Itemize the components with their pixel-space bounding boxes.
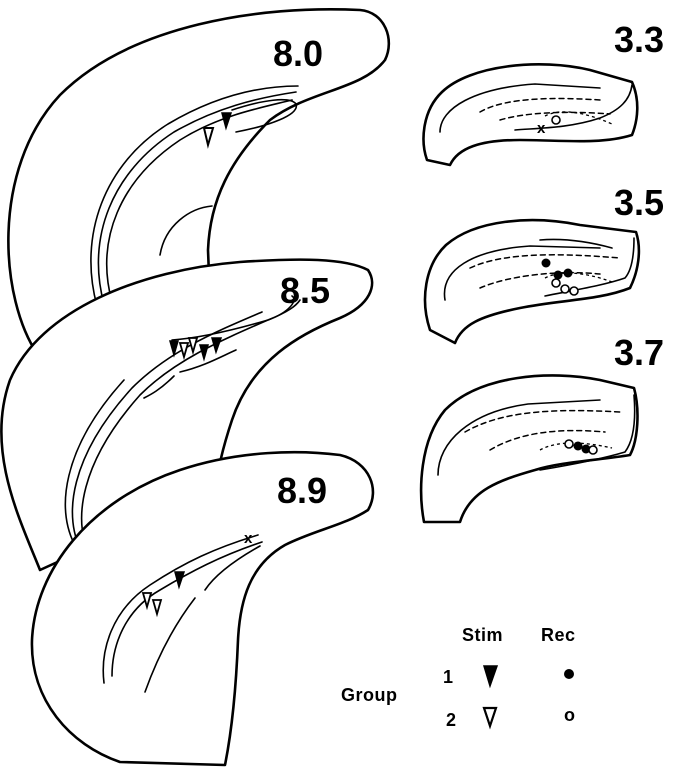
rec-marker-group2	[589, 446, 597, 454]
legend-group-label: Group	[341, 685, 398, 705]
rec-marker-group2	[565, 440, 573, 448]
stim-marker-group2	[204, 128, 213, 145]
section-3-5: 3.5	[425, 182, 664, 343]
rec-marker-group2	[570, 287, 578, 295]
legend: Stim Rec Group 1 2 o	[341, 625, 576, 730]
rec-marker-group2	[552, 116, 560, 124]
legend-group-1-label: 1	[443, 667, 454, 687]
cut-marker-x: x	[244, 530, 253, 547]
rec-marker-group1	[564, 269, 573, 278]
section-3-7: 3.7	[421, 332, 664, 522]
section-label-8-9: 8.9	[277, 470, 327, 511]
section-3-7-outline	[421, 375, 637, 522]
section-3-3: 3.3 x	[424, 19, 664, 165]
section-label-8-0: 8.0	[273, 33, 323, 74]
stim-marker-group1	[222, 113, 231, 128]
legend-rec-header: Rec	[541, 625, 576, 645]
legend-group-2-label: 2	[446, 710, 457, 730]
rec-marker-group1	[574, 442, 583, 451]
legend-rec-group2-marker: o	[564, 705, 576, 725]
rec-marker-group2	[552, 279, 560, 287]
legend-rec-group1-marker	[564, 669, 574, 679]
section-label-3-7: 3.7	[614, 332, 664, 373]
section-label-3-5: 3.5	[614, 182, 664, 223]
legend-stim-group1-marker	[484, 666, 497, 686]
legend-stim-group2-marker	[484, 708, 496, 726]
section-label-3-3: 3.3	[614, 19, 664, 60]
rec-marker-group2	[561, 285, 569, 293]
rec-marker-group1	[554, 271, 563, 280]
section-3-5-outline	[425, 220, 639, 343]
rec-marker-group1	[542, 259, 551, 268]
section-label-8-5: 8.5	[280, 270, 330, 311]
section-8-0-inner-arc	[160, 206, 212, 255]
legend-stim-header: Stim	[462, 625, 503, 645]
cut-marker-x: x	[537, 120, 546, 137]
